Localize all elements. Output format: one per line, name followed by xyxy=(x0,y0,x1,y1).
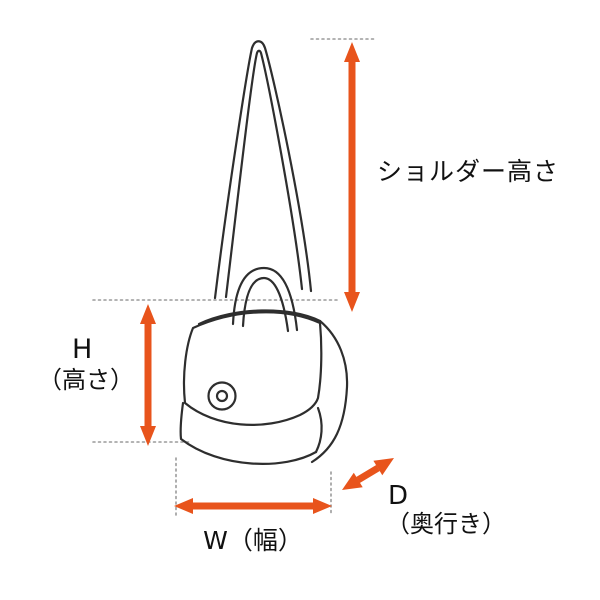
bag-gusset xyxy=(310,319,349,464)
depth-arrow-icon xyxy=(342,458,394,490)
bag-top-edge xyxy=(197,309,322,326)
clasp-icon xyxy=(207,381,237,411)
bag-line-drawing xyxy=(179,40,349,465)
width-arrow-icon xyxy=(174,498,332,514)
height-arrow-icon xyxy=(140,304,156,446)
bag-body xyxy=(179,401,318,465)
height-name-label: （高さ） xyxy=(38,366,134,394)
height-abbr-label: H xyxy=(72,334,93,365)
shoulder-strap xyxy=(213,40,313,300)
measurement-arrows xyxy=(140,42,394,514)
top-handle xyxy=(231,266,299,333)
depth-abbr-label: D xyxy=(388,481,409,511)
guide-lines xyxy=(92,38,375,517)
depth-name-label: （奥行き） xyxy=(386,510,506,538)
width-label: W（幅） xyxy=(203,526,303,555)
bag-flap xyxy=(182,311,323,426)
shoulder-height-arrow-icon xyxy=(344,42,360,312)
shoulder-height-label: ショルダー高さ xyxy=(377,157,560,186)
